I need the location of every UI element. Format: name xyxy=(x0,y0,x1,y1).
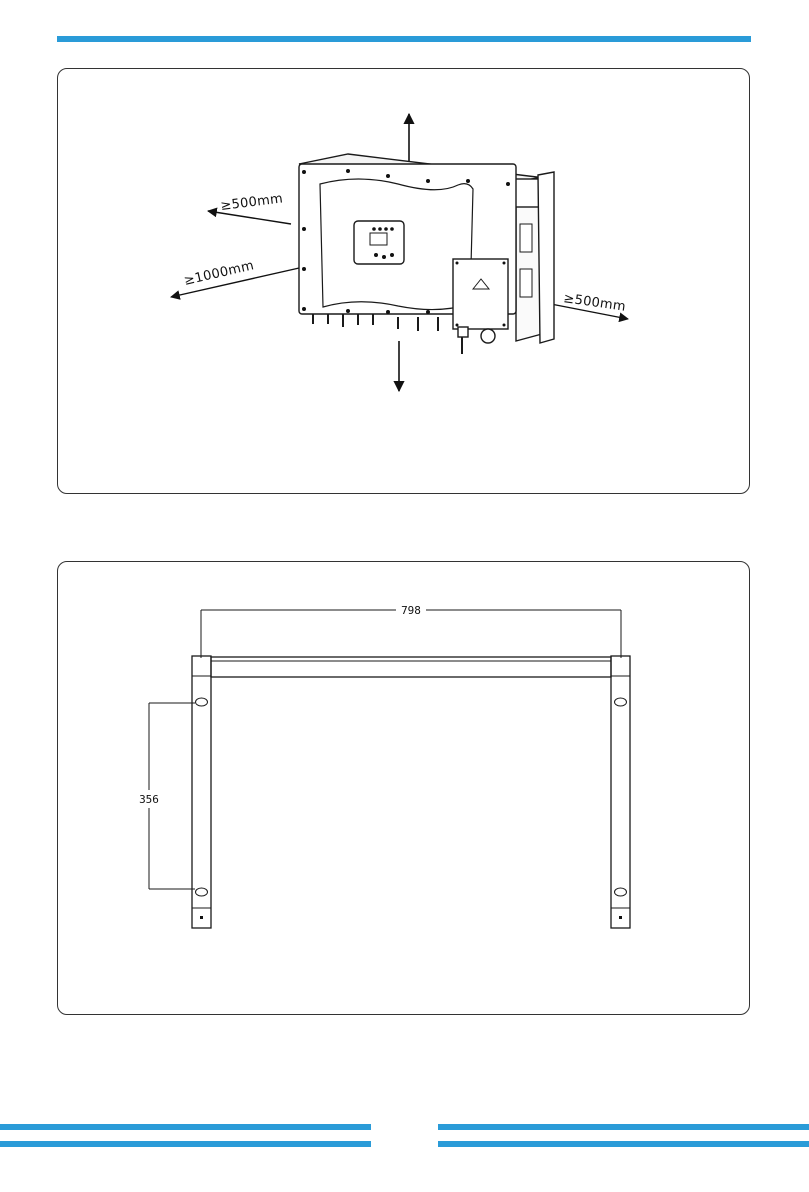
footer-accent-bar-right-2 xyxy=(438,1141,809,1147)
footer-accent-bar-left-1 xyxy=(0,1124,371,1130)
footer-accent-bar-left-2 xyxy=(0,1141,371,1147)
header-accent-bar xyxy=(57,36,751,42)
bracket-width-label: 798 xyxy=(401,604,421,617)
bracket-diagram-panel: 798 356 xyxy=(57,561,750,1015)
bracket-right-leg xyxy=(611,656,630,928)
front-clearance-label: ≥1000mm xyxy=(183,258,256,289)
left-clearance-label: ≥500mm xyxy=(220,191,284,214)
clearance-diagram: ≥500mm ≥1000mm ≥500mm xyxy=(58,69,751,495)
right-clearance-label: ≥500mm xyxy=(562,291,626,315)
inverter-illustration xyxy=(299,154,554,354)
bracket-diagram: 798 356 xyxy=(58,562,751,1016)
hole-spacing-label: 356 xyxy=(139,793,159,806)
footer-accent-bar-right-1 xyxy=(438,1124,809,1130)
bracket-left-leg xyxy=(192,656,211,928)
clearance-diagram-panel: ≥500mm ≥1000mm ≥500mm xyxy=(57,68,750,494)
bracket-crossbar xyxy=(211,657,611,677)
